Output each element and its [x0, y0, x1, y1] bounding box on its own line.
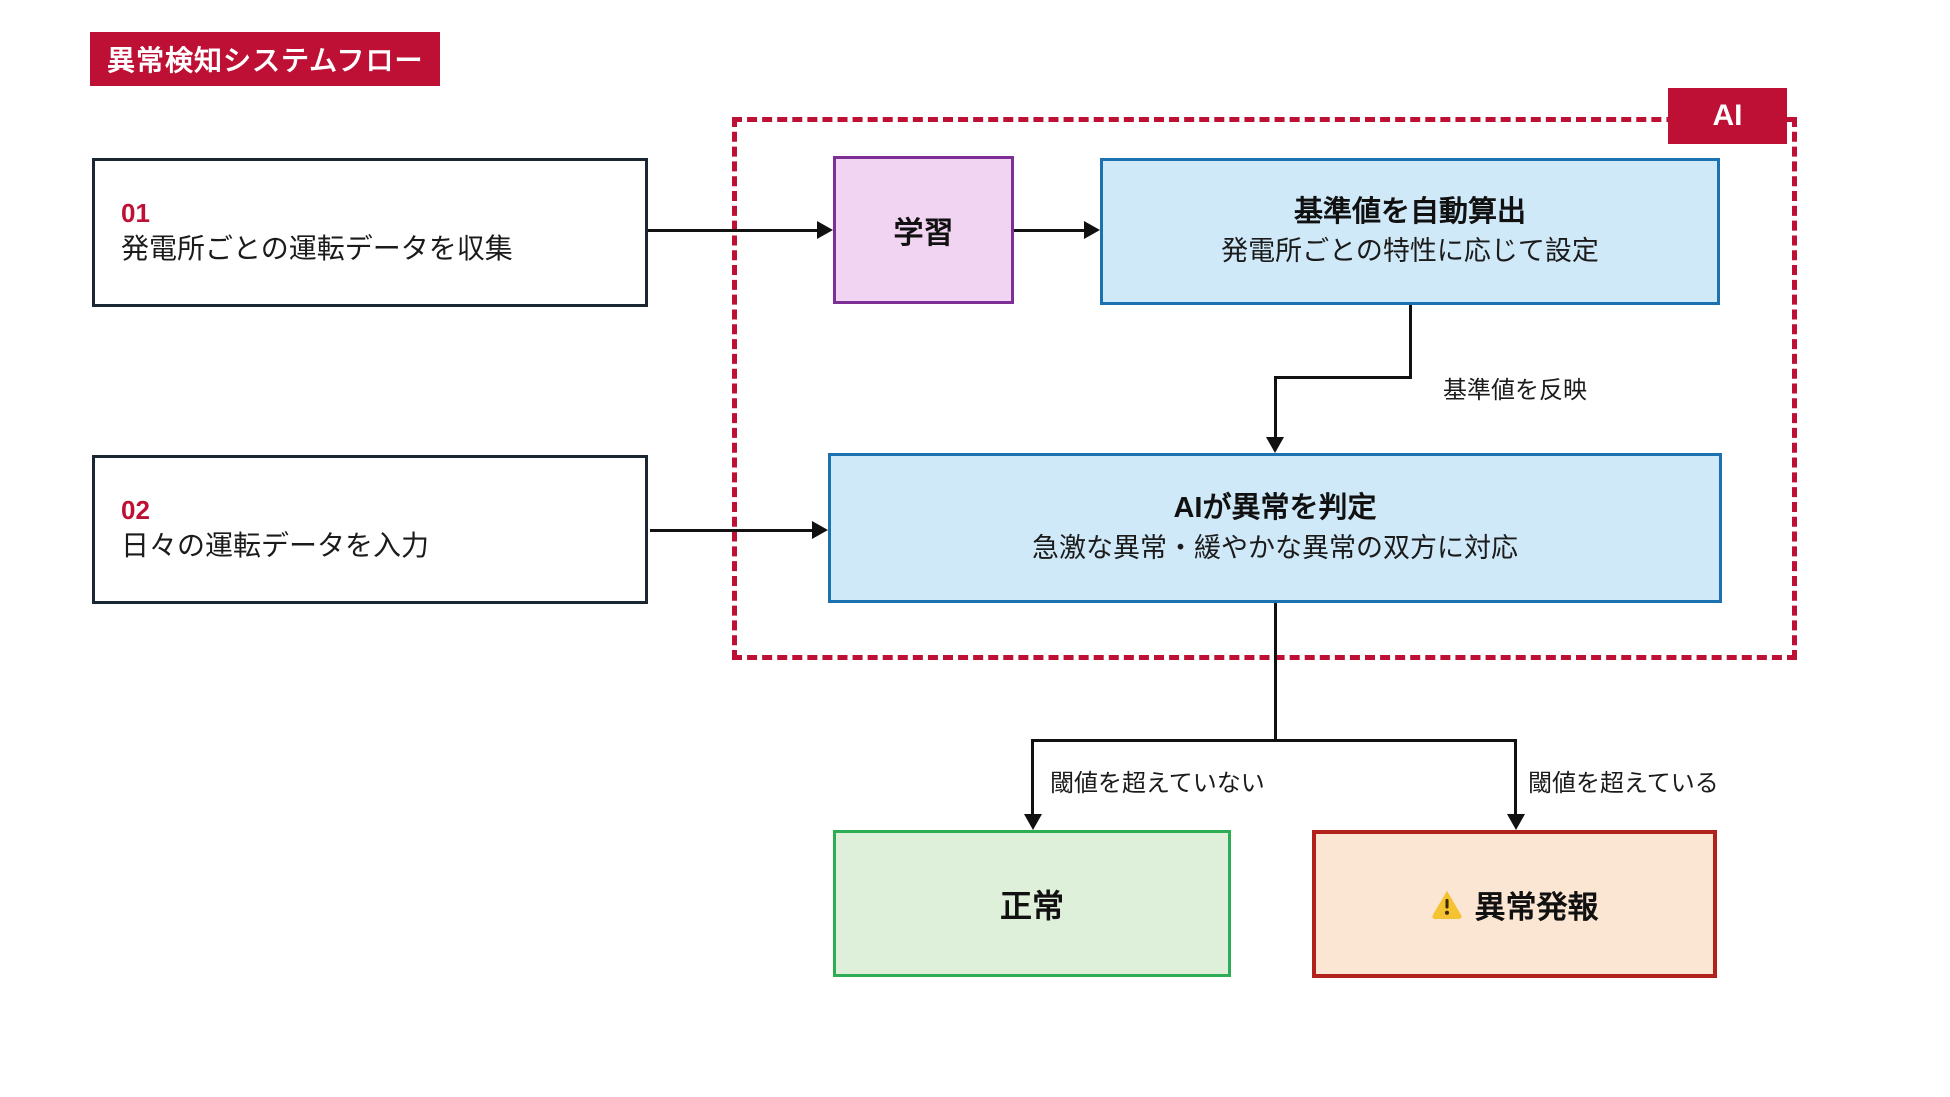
node-title: 基準値を自動算出 — [1293, 195, 1526, 228]
node-normal: 正常 — [833, 830, 1231, 977]
step-number: 02 — [121, 495, 150, 526]
edge-label-reflect-baseline: 基準値を反映 — [1443, 377, 1587, 404]
step-box-01: 01 発電所ごとの運転データを収集 — [92, 158, 648, 307]
arrow-baseline-to-judgement — [1409, 305, 1412, 379]
node-label: 異常発報 — [1474, 889, 1599, 925]
node-baseline: 基準値を自動算出 発電所ごとの特性に応じて設定 — [1100, 158, 1720, 305]
arrowhead-right-icon — [817, 221, 833, 239]
node-alert: 異常発報 — [1312, 830, 1717, 978]
arrowhead-down-icon — [1507, 814, 1525, 830]
arrow-judgement-stem — [1274, 603, 1277, 742]
arrow-baseline-to-judgement — [1274, 376, 1412, 379]
edge-label-threshold-exceeded: 閾値を超えている — [1528, 770, 1719, 797]
node-judgement: AIが異常を判定 急激な異常・緩やかな異常の双方に対応 — [828, 453, 1722, 603]
step-number: 01 — [121, 198, 150, 229]
arrow-to-alert — [1514, 739, 1517, 815]
step-box-02: 02 日々の運転データを入力 — [92, 455, 648, 604]
arrowhead-down-icon — [1024, 814, 1042, 830]
node-title: AIが異常を判定 — [1173, 492, 1377, 525]
ai-badge: AI — [1668, 88, 1787, 144]
step-label: 発電所ごとの運転データを収集 — [121, 233, 513, 264]
arrow-step2-to-judgement — [650, 529, 814, 532]
branch-line — [1031, 739, 1517, 742]
arrowhead-down-icon — [1266, 437, 1284, 453]
diagram-title: 異常検知システムフロー — [90, 32, 441, 86]
node-learning: 学習 — [833, 156, 1014, 304]
arrow-baseline-to-judgement — [1274, 376, 1277, 439]
arrow-step1-to-learning — [648, 229, 819, 232]
step-label: 日々の運転データを入力 — [121, 530, 430, 561]
node-subtitle: 急激な異常・緩やかな異常の双方に対応 — [1032, 532, 1518, 563]
node-label: 正常 — [999, 887, 1064, 924]
arrowhead-right-icon — [1084, 221, 1100, 239]
arrowhead-right-icon — [812, 521, 828, 539]
arrow-to-normal — [1031, 739, 1034, 815]
warning-icon — [1431, 888, 1463, 920]
arrow-learning-to-baseline — [1014, 229, 1086, 232]
node-label: 学習 — [893, 217, 954, 250]
edge-label-threshold-not-exceeded: 閾値を超えていない — [1050, 770, 1265, 797]
node-subtitle: 発電所ごとの特性に応じて設定 — [1221, 236, 1599, 267]
ai-dashed-region — [732, 117, 1797, 660]
